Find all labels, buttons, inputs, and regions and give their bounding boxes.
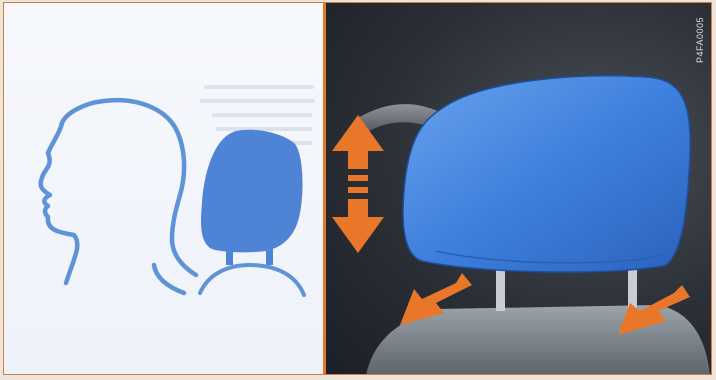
photo-panel: P4FA0005 bbox=[326, 3, 711, 374]
headrest-silhouette-icon bbox=[201, 130, 302, 253]
diagram-panel bbox=[4, 3, 323, 374]
headrest-photo-icon bbox=[403, 76, 690, 272]
head-profile-outline-icon bbox=[41, 100, 196, 283]
vertical-adjust-arrow-icon bbox=[332, 115, 384, 253]
headrest-photo-illustration bbox=[326, 3, 710, 375]
head-headrest-diagram bbox=[4, 3, 323, 375]
figure-frame: P4FA0005 bbox=[3, 2, 712, 375]
figure-reference-code: P4FA0005 bbox=[695, 17, 705, 63]
neck-outline bbox=[154, 265, 184, 293]
seat-back-outline bbox=[200, 265, 304, 295]
